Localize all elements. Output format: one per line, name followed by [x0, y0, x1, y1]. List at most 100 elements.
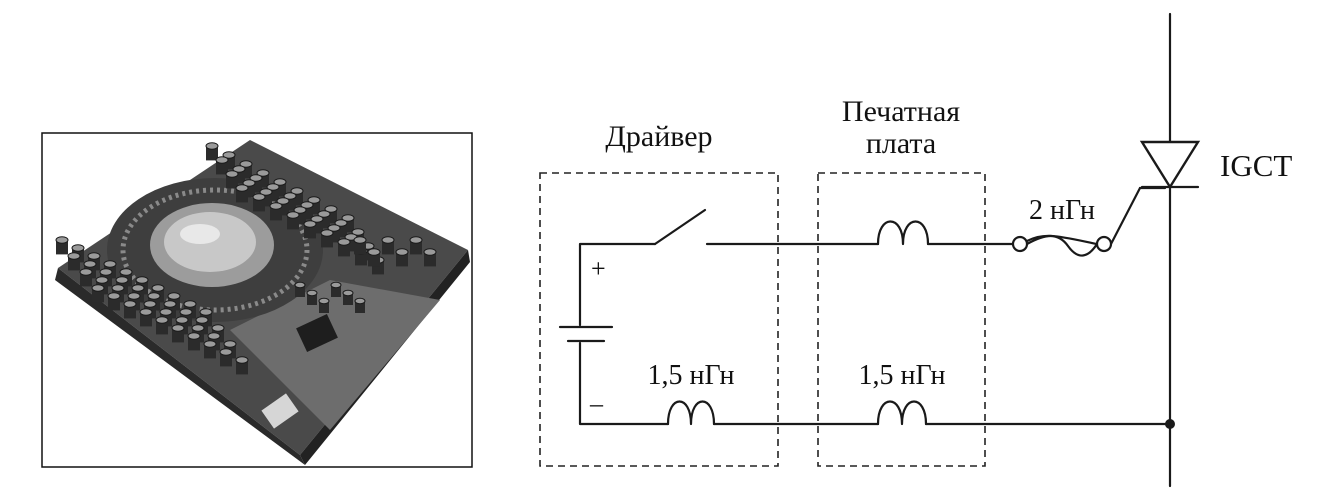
capacitor [396, 252, 408, 267]
capacitor-top [269, 202, 283, 210]
capacitor-top [191, 324, 205, 332]
capacitor-top [123, 300, 137, 308]
capacitor-top [249, 174, 263, 182]
capacitor-top [223, 340, 237, 348]
capacitor-top [239, 160, 253, 168]
capacitor-top [318, 297, 330, 305]
capacitor-top [215, 156, 229, 164]
capacitor-top [256, 169, 270, 177]
capacitor-top [163, 300, 177, 308]
capacitor [343, 293, 353, 305]
capacitor-top [324, 205, 338, 213]
terminal-right [1095, 235, 1113, 253]
capacitor-top [187, 332, 201, 340]
stray-inductance-line [1025, 234, 1099, 246]
capacitor [68, 256, 80, 271]
capacitor-top [135, 276, 149, 284]
capacitor-top [219, 348, 233, 356]
capacitor-top [155, 316, 169, 324]
capacitor-top [171, 324, 185, 332]
capacitor-top [232, 165, 246, 173]
driver-box [539, 172, 779, 467]
capacitor-top [327, 224, 341, 232]
capacitor-top [203, 340, 217, 348]
inductance-driver-label: 1,5 нГн [647, 360, 734, 391]
capacitor-top [317, 210, 331, 218]
capacitor-top [307, 196, 321, 204]
pcb-top-inductor [876, 220, 930, 246]
capacitor-top [83, 260, 97, 268]
capacitor-top [211, 324, 225, 332]
ring-components [120, 187, 310, 313]
pcb-bottom-inductor [876, 400, 928, 426]
capacitor-top [139, 308, 153, 316]
terminal-left [1011, 235, 1029, 253]
capacitor [321, 233, 333, 248]
capacitor-top [71, 244, 85, 252]
capacitor [172, 328, 184, 343]
capacitor [368, 252, 380, 267]
capacitor-top [293, 206, 307, 214]
capacitor-top [127, 292, 141, 300]
capacitor [80, 272, 92, 287]
capacitor-top [310, 215, 324, 223]
connector [261, 393, 299, 429]
capacitor [56, 240, 68, 255]
capacitor-top [409, 236, 423, 244]
capacitor [410, 240, 422, 255]
capacitor [226, 174, 238, 189]
wire-top-left [578, 242, 657, 327]
capacitor-top [367, 248, 381, 256]
capacitor [355, 251, 367, 266]
capacitor-top [351, 228, 365, 236]
capacitor [355, 301, 365, 313]
capacitor [319, 301, 329, 313]
capacitor-top [286, 211, 300, 219]
capacitor-top [131, 284, 145, 292]
capacitor-top [273, 178, 287, 186]
capacitor-top [235, 184, 249, 192]
capacitor-top [205, 142, 219, 150]
capacitor [295, 285, 305, 297]
capacitor-top [99, 268, 113, 276]
capacitor [220, 352, 232, 367]
capacitor-top [395, 248, 409, 256]
capacitor-top [199, 308, 213, 316]
capacitor [354, 240, 366, 255]
capacitor-top [79, 268, 93, 276]
capacitor [206, 146, 218, 161]
capacitor-top [207, 332, 221, 340]
capacitor [236, 188, 248, 203]
schematic: Драйвер Печатная плата + – 2 нГн IGCT [539, 12, 1292, 488]
capacitor-top [276, 197, 290, 205]
capacitor [331, 285, 341, 297]
capacitor-top [167, 292, 181, 300]
device-highlight [180, 224, 220, 244]
capacitor-top [95, 276, 109, 284]
capacitor-top [225, 170, 239, 178]
junction-dot [1165, 419, 1175, 429]
capacitor-top [334, 219, 348, 227]
capacitor-top [151, 284, 165, 292]
capacitor [270, 206, 282, 221]
capacitor-top [306, 289, 318, 297]
ic-chip [296, 314, 338, 352]
igct-label: IGCT [1220, 148, 1292, 183]
capacitor-top [67, 252, 81, 260]
capacitor-top [381, 236, 395, 244]
capacitor-array [55, 142, 437, 375]
driver-label: Драйвер [605, 120, 712, 153]
capacitor [304, 224, 316, 239]
igct-diode-triangle [1139, 140, 1201, 190]
capacitor-top [115, 276, 129, 284]
capacitor [156, 320, 168, 335]
capacitor-top [55, 236, 69, 244]
capacitor-top [87, 252, 101, 260]
plus-sign: + [591, 254, 606, 283]
capacitor [216, 160, 228, 175]
wire-bottom-left [578, 341, 670, 426]
capacitor-top [300, 201, 314, 209]
capacitor [338, 242, 350, 257]
inductance-2nh-label: 2 нГн [1029, 195, 1095, 226]
